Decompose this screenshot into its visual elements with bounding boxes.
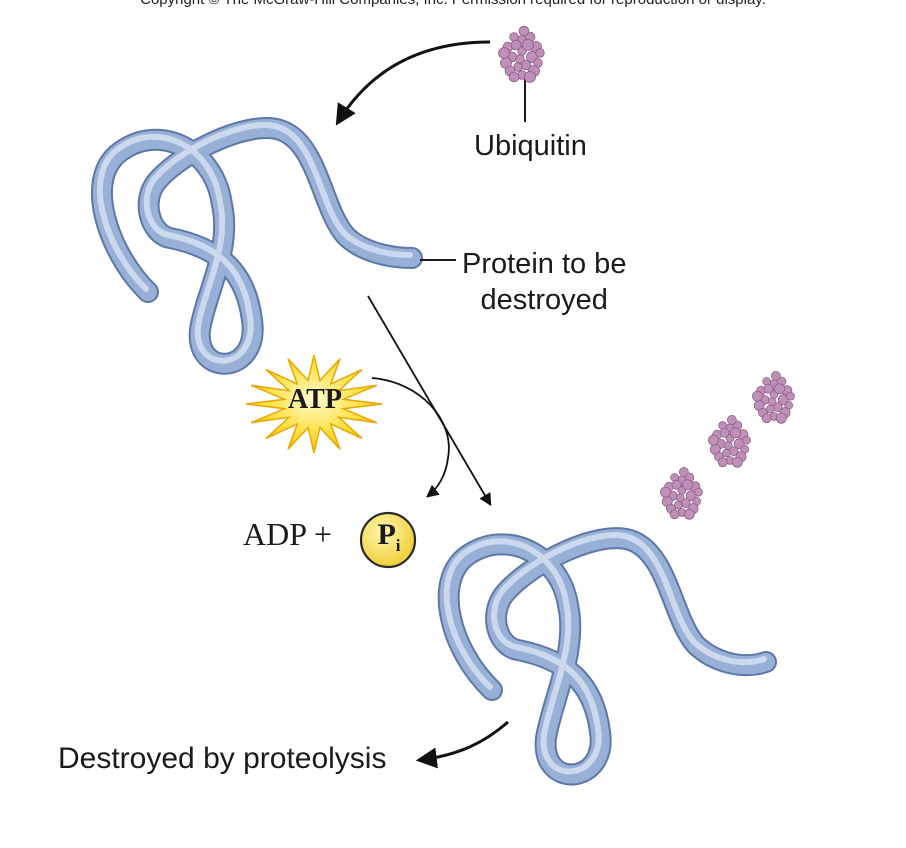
atp-hydrolysis-arrow: [371, 377, 450, 498]
ubiquitin-attach-arrow: [335, 40, 491, 126]
phosphate-label-main: P: [377, 518, 396, 551]
phosphate-label: Pi: [363, 518, 415, 556]
phosphate-label-subscript: i: [395, 536, 401, 555]
protein-label-line-2: destroyed: [480, 284, 608, 316]
adp-label: ADP +: [243, 516, 332, 552]
ubiquitinated-protein: [437, 527, 777, 786]
destroyed-by-proteolysis-label: Destroyed by proteolysis: [58, 742, 387, 775]
ubiquitin-label: Ubiquitin: [474, 130, 587, 162]
main-reaction-arrow: [367, 295, 492, 507]
atp-starburst-icon: [245, 354, 383, 454]
proteolysis-arrow: [415, 720, 509, 769]
protein-label-line-1: Protein to be: [462, 248, 627, 280]
atp-label: ATP: [288, 384, 342, 415]
ubiquitin-molecule-top: [498, 25, 545, 122]
protein-to-be-destroyed: [90, 117, 423, 375]
protein-to-be-destroyed-label: Protein to be destroyed: [462, 246, 626, 318]
phosphate-circle-icon: [359, 511, 417, 569]
polyubiquitin-chain: [660, 371, 795, 520]
copyright-notice: Copyright © The McGraw-Hill Companies, I…: [0, 0, 906, 8]
